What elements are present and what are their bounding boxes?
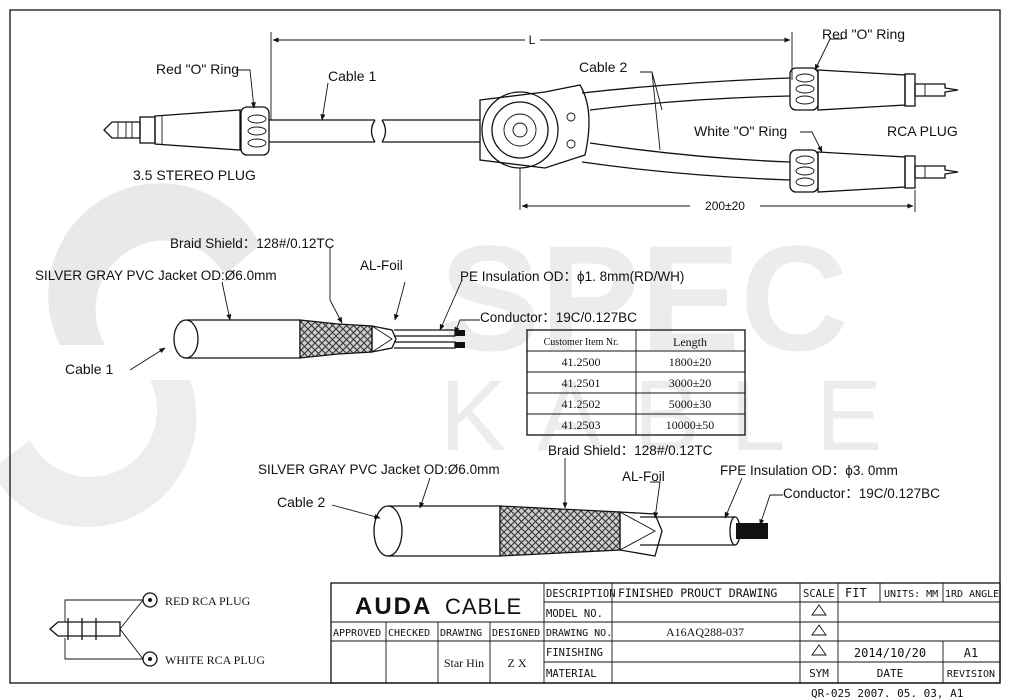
- cable1-section-label: Cable 1: [65, 361, 113, 377]
- drawing-label: DRAWING: [440, 628, 482, 639]
- assembly-view: L: [103, 26, 959, 213]
- cable2-cross-section: Braid Shield：128#/0.12TC SILVER GRAY PVC…: [258, 443, 940, 557]
- date-label: DATE: [877, 667, 904, 680]
- revision-label: REVISION: [947, 669, 995, 680]
- designed-label: DESIGNED: [492, 628, 540, 639]
- finishing-label: FINISHING: [546, 647, 603, 659]
- form-code: QR-025 2007. 05. 03, A1: [811, 687, 963, 700]
- cable2-label: Cable 2: [579, 59, 627, 75]
- description-value: FINISHED PROUCT DRAWING: [618, 586, 777, 600]
- watermark: SPEC KABLE: [0, 183, 912, 528]
- cable1-conductor-label: Conductor：19C/0.127BC: [480, 310, 637, 325]
- angle-label: 1RD ANGLE: [945, 589, 999, 600]
- description-label: DESCRIPTION: [546, 588, 616, 600]
- cable2-section-label: Cable 2: [277, 494, 325, 510]
- length-table: Customer Item Nr. Length 41.2500 1800±20…: [526, 329, 746, 436]
- table-cell: 41.2503: [562, 418, 601, 432]
- checked-label: CHECKED: [388, 628, 430, 639]
- wiring-schematic: RED RCA PLUG WHITE RCA PLUG: [49, 592, 265, 667]
- cable2-conductor-label: Conductor：19C/0.127BC: [783, 486, 940, 501]
- rca-plug-red: [789, 67, 959, 111]
- cable1-braid-label: Braid Shield：128#/0.12TC: [170, 236, 335, 251]
- scale-label: SCALE: [803, 588, 835, 600]
- red-o-ring-label-left: Red "O" Ring: [156, 61, 239, 77]
- model-label: MODEL NO.: [546, 608, 603, 620]
- units-label: UNITS: MM: [884, 589, 938, 600]
- table-cell: 5000±30: [669, 397, 712, 411]
- schematic-white-label: WHITE RCA PLUG: [165, 653, 265, 667]
- cable2-jacket-label: SILVER GRAY PVC Jacket OD:Ø6.0mm: [258, 462, 500, 477]
- company-logo-light: CABLE: [445, 594, 522, 619]
- scale-value: FIT: [845, 586, 867, 600]
- sym-label: SYM: [809, 667, 829, 680]
- table-cell: 10000±50: [666, 418, 715, 432]
- watermark-line1: SPEC: [440, 214, 848, 382]
- stereo-plug: [103, 106, 270, 156]
- cable1-alfoil-label: AL-Foil: [360, 258, 403, 273]
- table-cell: 41.2500: [562, 355, 601, 369]
- drawing-no-value: A16AQ288-037: [666, 625, 744, 639]
- date-value: 2014/10/20: [854, 646, 926, 660]
- cable2-alfoil-label: AL-Foil: [622, 469, 665, 484]
- rca-plug-label: RCA PLUG: [887, 123, 958, 139]
- approved-label: APPROVED: [333, 628, 381, 639]
- table-header-length: Length: [673, 335, 707, 349]
- table-cell: 3000±20: [669, 376, 712, 390]
- cable2-insulation-label: FPE Insulation OD：ϕ3. 0mm: [720, 463, 898, 478]
- red-o-ring-label-right: Red "O" Ring: [822, 26, 905, 42]
- watermark-line2: KABLE: [440, 360, 912, 472]
- cable1-insulation-label: PE Insulation OD：ϕ1. 8mm(RD/WH): [460, 269, 684, 284]
- table-cell: 41.2501: [562, 376, 601, 390]
- cable1-label: Cable 1: [328, 68, 376, 84]
- drawn-by: Star Hin: [444, 656, 484, 670]
- y-splitter: [479, 84, 590, 210]
- schematic-red-label: RED RCA PLUG: [165, 594, 251, 608]
- table-header-item: Customer Item Nr.: [544, 337, 619, 348]
- length-dimension-label: L: [529, 33, 536, 47]
- drawing-no-label: DRAWING NO.: [546, 628, 612, 639]
- cable1-jacket-label: SILVER GRAY PVC Jacket OD:Ø6.0mm: [35, 268, 277, 283]
- table-cell: 1800±20: [669, 355, 712, 369]
- white-o-ring-label: White "O" Ring: [694, 123, 787, 139]
- stereo-plug-label: 3.5 STEREO PLUG: [133, 167, 256, 183]
- cable2-braid-label: Braid Shield：128#/0.12TC: [548, 443, 713, 458]
- revision-value: A1: [964, 646, 978, 660]
- table-cell: 41.2502: [562, 397, 601, 411]
- cable1-cross-section: Braid Shield：128#/0.12TC SILVER GRAY PVC…: [35, 236, 684, 377]
- designed-by: Z X: [508, 656, 527, 670]
- title-block: AUDA CABLE DESCRIPTION FINISHED PROUCT D…: [330, 582, 1001, 700]
- material-label: MATERIAL: [546, 668, 597, 680]
- split-length-dimension: 200±20: [705, 199, 745, 213]
- company-logo-bold: AUDA: [355, 593, 432, 620]
- rca-plug-white: [789, 149, 959, 212]
